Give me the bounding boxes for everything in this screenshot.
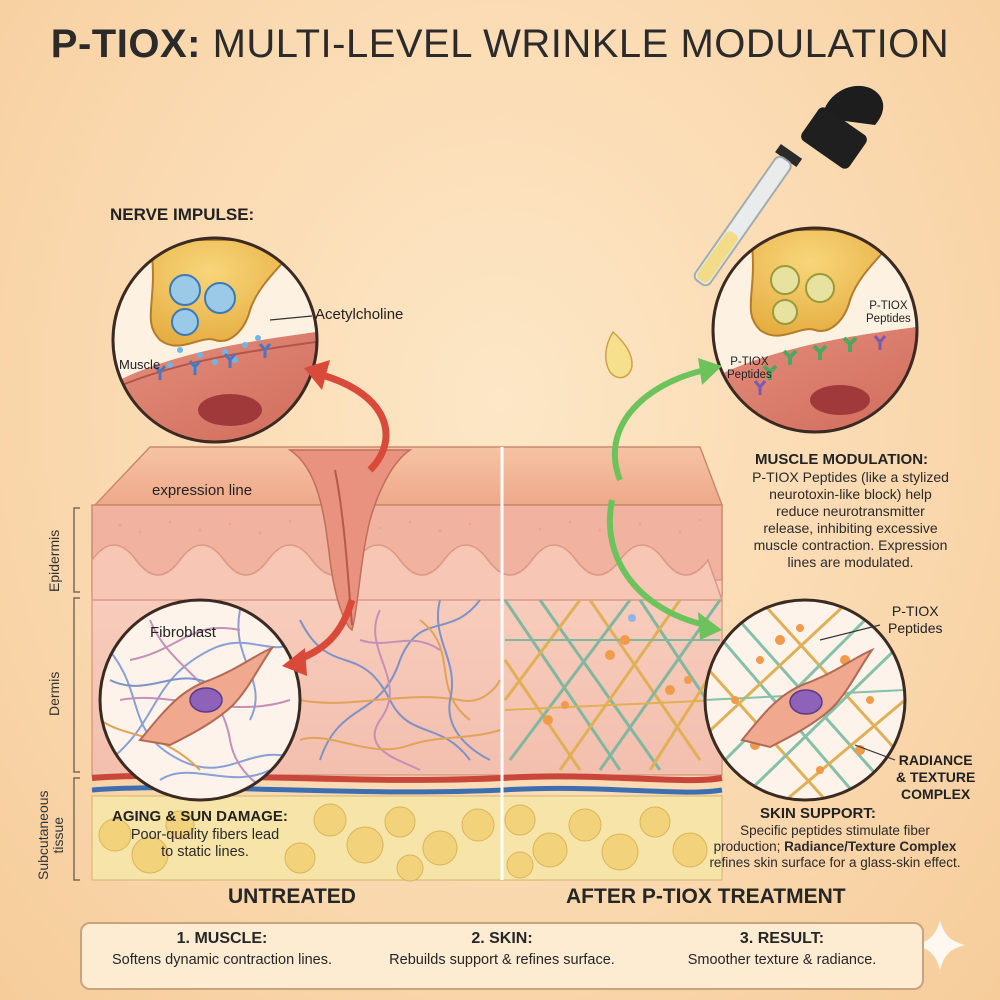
summary-muscle-text: Softens dynamic contraction lines. (111, 952, 333, 968)
peptides-pointer (819, 624, 881, 641)
peptides-label-b: P-TIOX Peptides (727, 356, 772, 382)
left-fibers (299, 599, 501, 771)
epidermis-label: Epidermis (46, 529, 62, 592)
support-text-line-2: production; Radiance/Texture Complex (690, 839, 980, 855)
muscle-text-line-3: reduce neurotransmitter (776, 503, 925, 519)
summary-result-heading: 3. RESULT: (739, 930, 825, 947)
nerve-circle-left-border (111, 236, 319, 444)
peptides-b-line-2: Peptides (727, 369, 772, 381)
summary-muscle: 1. MUSCLE: Softens dynamic contraction l… (82, 930, 362, 968)
aging-text-line-1: Poor-quality fibers lead (130, 827, 280, 843)
green-arrow-down-head (698, 612, 722, 640)
fibroblast-label: Fibroblast (150, 624, 216, 641)
radiance-line-3: COMPLEX (901, 786, 971, 802)
fibroblast-circle-left-border (98, 598, 302, 802)
layer-brackets (73, 507, 80, 881)
dropper-icon (605, 85, 884, 379)
acetylcholine-label: Acetylcholine (315, 306, 404, 323)
muscle-modulation-heading: MUSCLE MODULATION: (755, 451, 929, 468)
peptides-a-line-1: P-TIOX (869, 300, 908, 312)
right-fibers (503, 599, 722, 771)
fibroblast-nucleus-left (189, 687, 223, 713)
nerve-circle-right-content (713, 229, 917, 432)
aging-heading: AGING & SUN DAMAGE: (112, 808, 288, 825)
expression-line-fold (287, 449, 413, 632)
peptide-dots-dermis (543, 614, 692, 725)
red-arrow-up-head (304, 360, 330, 390)
radiance-complex-label: RADIANCE & TEXTURE COMPLEX (896, 752, 975, 803)
summary-muscle-heading: 1. MUSCLE: (176, 930, 268, 947)
green-arrow-down (606, 499, 706, 628)
aging-text: Poor-quality fibers lead to static lines… (110, 827, 300, 861)
green-arrow-up-head (698, 358, 722, 385)
summary-skin: 2. SKIN: Rebuilds support & refines surf… (362, 930, 642, 968)
radiance-line-2: & TEXTURE (896, 769, 976, 785)
peptides-b-line-1: P-TIOX (730, 356, 769, 368)
summary-skin-text: Rebuilds support & refines surface. (389, 952, 615, 968)
skin-support-heading: SKIN SUPPORT: (760, 805, 876, 822)
support-text-bold: Radiance/Texture Complex (784, 839, 957, 854)
green-arrow-up (612, 367, 706, 482)
red-arrow-down-head (282, 648, 307, 676)
summary-result-text: Smoother texture & radiance. (687, 952, 877, 968)
after-treatment-label: AFTER P-TIOX TREATMENT (566, 885, 846, 908)
muscle-modulation-text: P-TIOX Peptides (like a stylized neuroto… (728, 469, 973, 571)
acetylcholine-pointer (269, 315, 313, 321)
nerve-impulse-heading: NERVE IMPULSE: (110, 205, 255, 224)
radiance-pointer (854, 744, 896, 761)
summary-skin-heading: 2. SKIN: (471, 930, 533, 947)
muscle-text-line-6: lines are modulated. (787, 554, 914, 570)
aging-text-line-2: to static lines. (161, 844, 249, 860)
radiance-line-1: RADIANCE (898, 752, 973, 768)
subcutaneous-line-2: tissue (50, 816, 66, 854)
sparkle-icon (915, 920, 965, 970)
peptides-label-c: P-TIOX Peptides (888, 603, 942, 637)
subcutaneous-label: Subcutaneous tissue (35, 790, 66, 880)
muscle-text-line-2: neurotoxin-like block) help (769, 486, 932, 502)
nerve-circle-right-border (711, 226, 919, 434)
summary-result: 3. RESULT: Smoother texture & radiance. (642, 930, 922, 968)
skin-support-text: Specific peptides stimulate fiber produc… (690, 823, 980, 871)
fibroblast-circle-right-border (703, 598, 907, 802)
title-bold: P-TIOX: (50, 22, 201, 66)
title-rest: MULTI-LEVEL WRINKLE MODULATION (212, 22, 950, 66)
muscle-text-line-4: release, inhibiting excessive (763, 520, 938, 536)
epidermis-texture (118, 518, 702, 535)
muscle-text-line-5: muscle contraction. Expression (753, 537, 948, 553)
peptides-c-line-2: Peptides (888, 620, 943, 636)
dermis-label: Dermis (46, 671, 62, 716)
fibroblast-nucleus-right (789, 689, 823, 715)
summary-panel: 1. MUSCLE: Softens dynamic contraction l… (80, 922, 924, 990)
peptides-c-line-1: P-TIOX (891, 603, 939, 619)
untreated-label: UNTREATED (228, 885, 356, 908)
muscle-text-line-1: P-TIOX Peptides (like a stylized (752, 469, 949, 485)
nerve-circle-left-content (113, 239, 317, 442)
support-text-line-3: refines skin surface for a glass-skin ef… (709, 855, 961, 870)
fat-cells (98, 803, 708, 882)
subcutaneous-line-1: Subcutaneous (35, 790, 51, 880)
peptides-label-a: P-TIOX Peptides (866, 300, 911, 326)
page-title: P-TIOX: MULTI-LEVEL WRINKLE MODULATION (0, 22, 1000, 67)
support-text-line-1: Specific peptides stimulate fiber (740, 823, 930, 838)
peptides-a-line-2: Peptides (866, 313, 911, 325)
support-text-production: production; (713, 839, 781, 854)
red-arrow-up (321, 371, 390, 473)
expression-line-label: expression line (152, 482, 253, 499)
muscle-label: Muscle (119, 357, 161, 372)
